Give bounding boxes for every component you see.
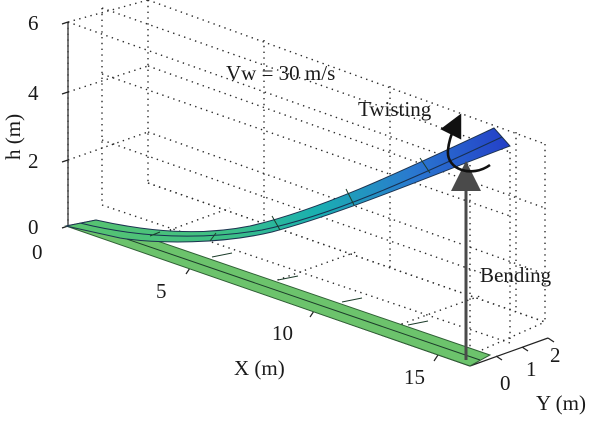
twisting-label: Twisting <box>358 97 432 121</box>
y-tick-label: 2 <box>550 343 561 367</box>
wind-speed-label: Vw = 30 m/s <box>226 61 335 85</box>
bending-label: Bending <box>480 263 552 287</box>
x-tick-label: 15 <box>404 365 425 389</box>
h-tick-label: 6 <box>28 11 39 35</box>
x-tick-label: 10 <box>272 321 293 345</box>
y-tick-label: 1 <box>526 357 537 381</box>
h-axis-label: h (m) <box>1 114 25 160</box>
deformed-beam <box>65 127 511 243</box>
x-tick-label: 5 <box>156 279 167 303</box>
h-tick-label: 0 <box>28 215 39 239</box>
twisting-arrow <box>440 113 491 173</box>
x-axis-label: X (m) <box>234 356 285 380</box>
h-tick-label: 2 <box>28 149 39 173</box>
y-tick-label: 0 <box>500 371 511 395</box>
x-tick-label: 0 <box>32 240 43 264</box>
grid-box <box>67 0 546 358</box>
h-tick-label: 4 <box>28 81 39 105</box>
y-axis-label: Y (m) <box>536 391 586 415</box>
deformed-beam-surface <box>65 127 511 243</box>
